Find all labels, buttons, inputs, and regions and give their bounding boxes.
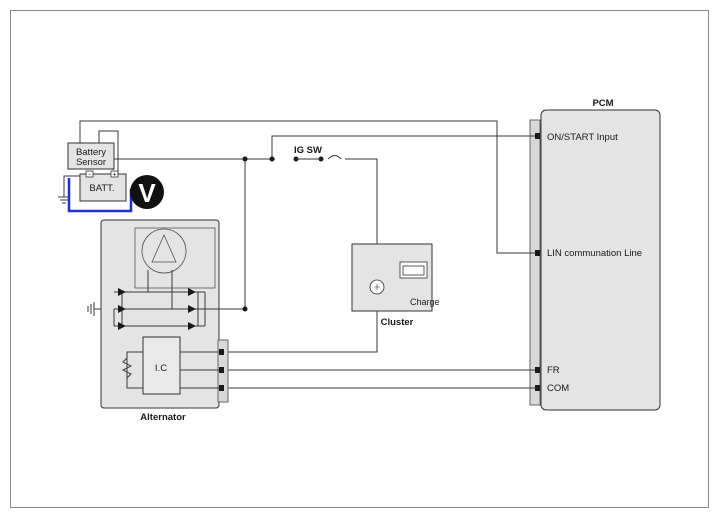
alt-pin-l <box>219 349 224 355</box>
battery-sensor-label-2: Sensor <box>76 157 106 168</box>
ground-symbol-alternator <box>87 302 101 316</box>
diagram-frame <box>10 10 709 508</box>
ig-switch: IG SW <box>294 145 342 160</box>
voltmeter-symbol: V <box>138 178 156 208</box>
battery-warning-icon-inner <box>402 265 425 276</box>
pcm-label-com: COM <box>547 383 569 394</box>
stator-delta-winding <box>151 234 177 263</box>
ig-switch-label: IG SW <box>294 145 322 156</box>
pcm-box <box>540 109 661 411</box>
pcm-label-lin: LIN communation Line <box>547 248 642 259</box>
diodes-negative <box>118 288 126 330</box>
pcm-pin-on-start <box>535 133 540 139</box>
wire-ig-to-cluster <box>345 158 378 244</box>
junction-ig-1 <box>269 156 275 162</box>
junction-alt-output <box>242 306 248 312</box>
ic-label: I.C <box>155 363 167 374</box>
cluster-label: Cluster <box>381 317 414 328</box>
alt-pin-fr <box>219 367 224 373</box>
field-coil <box>121 351 143 389</box>
diodes-positive <box>188 288 196 330</box>
ic-block <box>142 336 181 395</box>
battery-warning-icon <box>399 261 428 279</box>
alternator-box <box>100 219 220 409</box>
battery-minus-terminal <box>85 170 94 178</box>
battery-label: BATT. <box>89 183 114 194</box>
fuse-symbol <box>327 155 342 160</box>
pcm-pin-com <box>535 385 540 391</box>
stator-frame <box>134 227 216 289</box>
pcm-pin-fr <box>535 367 540 373</box>
wire-lin <box>79 120 535 254</box>
battery-sensor-label-1: Battery <box>76 147 106 158</box>
battery-minus-sign: - <box>88 172 91 179</box>
rectifier-output <box>113 292 219 326</box>
battery-sensor-box <box>67 142 115 170</box>
alternator-label: Alternator <box>140 412 186 423</box>
lamp-filament <box>374 284 380 290</box>
battery-box <box>79 173 127 202</box>
wire-sensor-link <box>98 130 119 174</box>
wire-batt-plus <box>112 158 275 170</box>
battery-plus-terminal <box>110 170 119 178</box>
ic-terminals <box>180 351 222 389</box>
battery-sensor: Battery Sensor <box>67 142 115 170</box>
wire-batt-ground <box>63 175 80 197</box>
stator-circle <box>141 228 187 274</box>
pcm-label-on-start: ON/START Input <box>547 132 618 143</box>
wire-on-start <box>271 135 535 161</box>
pcm-label-fr: FR <box>547 365 560 376</box>
alt-pin-com <box>219 385 224 391</box>
battery-plus-sign: + <box>112 172 116 179</box>
voltmeter-icon <box>130 175 164 209</box>
junction-b-plus <box>242 156 248 162</box>
voltmeter: V <box>130 175 164 209</box>
wire-b-plus <box>219 159 246 310</box>
charge-label: Charge <box>410 297 440 307</box>
pcm-title: PCM <box>592 98 613 109</box>
wire-cluster-to-alt <box>224 297 378 353</box>
pcm-pin-lin <box>535 250 540 256</box>
battery: BATT. - + <box>67 170 136 213</box>
pcm-module: PCM ON/START Input LIN communation Line … <box>529 98 661 411</box>
alternator: Alternator I.C <box>87 219 229 423</box>
wires <box>58 120 535 389</box>
pcm-connector-strip <box>529 119 541 406</box>
cluster: Cluster Charge <box>351 243 440 328</box>
